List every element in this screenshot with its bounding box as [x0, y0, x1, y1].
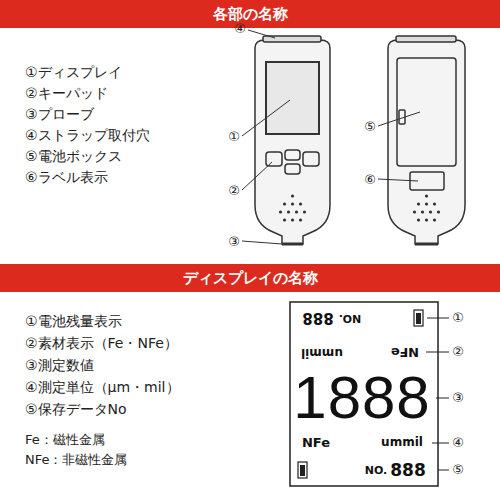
grille-dot — [295, 210, 298, 213]
display-part-name: ④測定単位（μm・mil） — [25, 380, 180, 395]
callout-number: ⑥ — [364, 173, 376, 187]
banner-title: ディスプレイの名称 — [183, 269, 318, 288]
lcd-segment: ummil — [381, 436, 423, 449]
grille-dot — [299, 202, 302, 205]
grille-dot — [417, 218, 420, 221]
grille-dot — [283, 202, 286, 205]
lcd-segment: NO. — [339, 312, 362, 324]
callout-number: ① — [452, 311, 464, 325]
grille-dot — [299, 218, 302, 221]
note: Fe：磁性金属 — [25, 433, 105, 447]
callout-number: ① — [228, 130, 240, 144]
lcd-segment: 888 — [302, 310, 333, 327]
grille-dot — [413, 210, 416, 213]
grille-dot — [425, 218, 428, 221]
grille-dot — [425, 194, 428, 197]
display-part-name: ③測定数値 — [25, 358, 94, 373]
section-banner: ディスプレイの名称 — [0, 264, 500, 292]
part-name: ①ディスプレイ — [25, 65, 122, 80]
lcd-segment: NFe — [391, 345, 419, 359]
grille-dot — [421, 210, 424, 213]
part-name: ③プローブ — [25, 107, 94, 122]
display-part-name: ①電池残量表示 — [25, 314, 122, 329]
display-part-name: ⑤保存データNo — [25, 402, 127, 417]
lcd-digits: 1888 — [293, 365, 430, 431]
lcd-segment: 888 — [390, 461, 426, 480]
lcd-segment: NFe — [302, 436, 330, 450]
display-part-name: ②素材表示（Fe・NFe） — [25, 336, 178, 351]
grille-dot — [417, 202, 420, 205]
grille-dot — [291, 202, 294, 205]
grille-dot — [437, 210, 440, 213]
grille-dot — [279, 210, 282, 213]
callout-number: ③ — [452, 391, 464, 405]
grille-dot — [291, 218, 294, 221]
note: NFe：非磁性金属 — [25, 453, 128, 467]
grille-dot — [425, 202, 428, 205]
lcd-segment: NO. — [365, 465, 388, 477]
section-banner: 各部の名称 — [0, 0, 500, 28]
grille-dot — [433, 202, 436, 205]
part-name: ②キーパッド — [25, 86, 108, 101]
grille-dot — [283, 218, 286, 221]
grille-dot — [303, 210, 306, 213]
banner-title: 各部の名称 — [213, 5, 288, 24]
callout-number: ⑤ — [452, 463, 464, 477]
grille-dot — [287, 210, 290, 213]
grille-dot — [433, 218, 436, 221]
grille-dot — [291, 194, 294, 197]
callout-number: ② — [228, 184, 240, 198]
callout-number: ⑤ — [364, 120, 376, 134]
part-name: ④ストラップ取付穴 — [25, 128, 150, 143]
grille-dot — [429, 210, 432, 213]
callout-number: ③ — [228, 235, 240, 249]
callout-number: ④ — [234, 22, 246, 36]
callout-number: ② — [452, 345, 464, 359]
callout-number: ④ — [452, 436, 464, 450]
lcd-segment: ummil — [301, 345, 343, 358]
part-name: ⑥ラベル表示 — [25, 170, 108, 185]
part-name: ⑤電池ボックス — [25, 149, 122, 164]
